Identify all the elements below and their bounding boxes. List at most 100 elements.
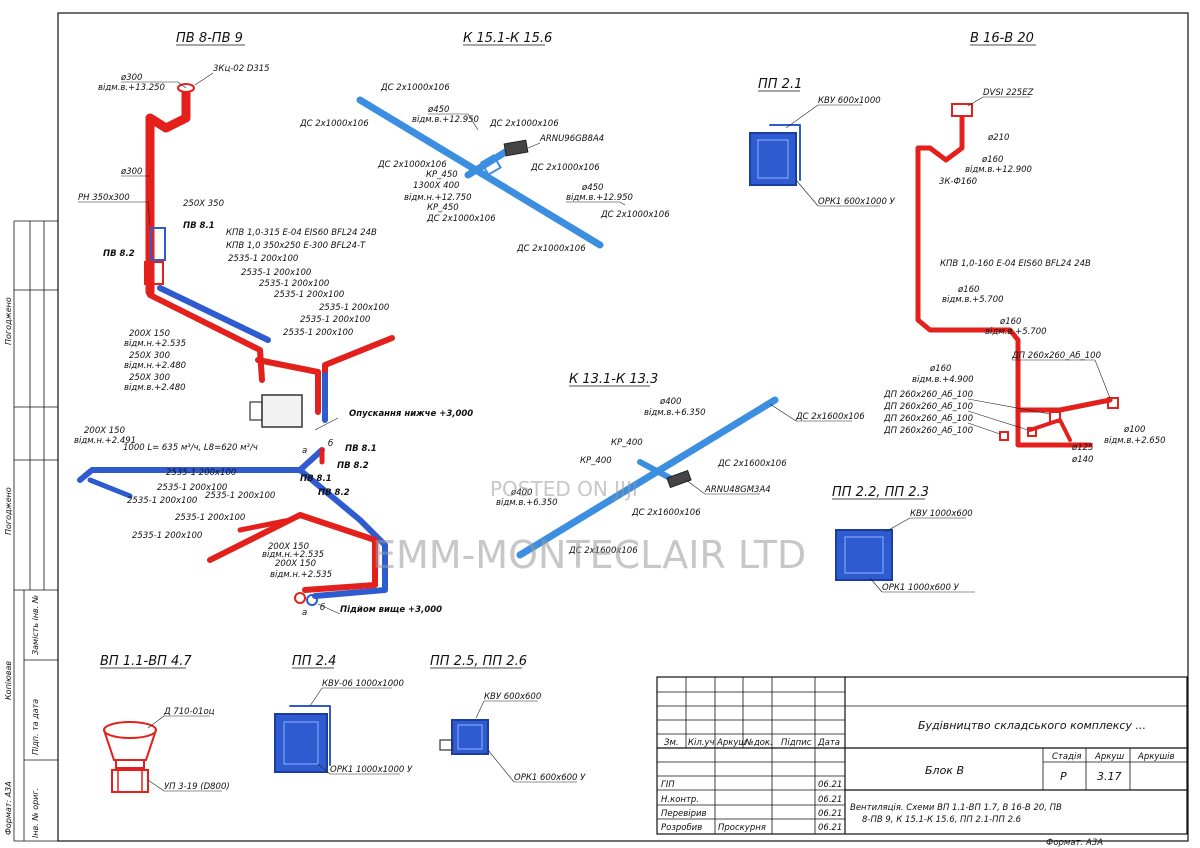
k15-indoor-unit [503, 139, 529, 157]
section-titles: ПВ 8-ПВ 9 К 15.1-К 15.6 В 16-В 20 ПП 2.1… [100, 31, 1036, 669]
pv-duct-to-unit [255, 357, 321, 415]
tb-role-2: Перевірив [661, 809, 707, 819]
k13-d400b: ø400 [510, 488, 532, 498]
tb-stage-header: Стадія [1052, 752, 1081, 762]
k15-branch-duct [464, 144, 516, 179]
title-vp: ВП 1.1-ВП 4.7 [100, 654, 192, 669]
title-pp21: ПП 2.1 [758, 77, 802, 92]
pv-lower-blue-riser [297, 467, 388, 599]
v16-d160d: ø160 [929, 364, 951, 374]
title-k15: К 15.1-К 15.6 [463, 31, 552, 46]
k15-kr2: КР_450 [427, 203, 459, 213]
tb-sheets-header: Аркушів [1137, 752, 1175, 762]
tb-date-0: 06.21 [818, 780, 842, 790]
k15-ds7: ДС 2x1000x106 [600, 210, 670, 220]
pv-h6: 2535-1 200x100 [132, 531, 202, 541]
pv-kpv1: КПВ 1,0-315 Е-04 EIS60 BFL24 24В [226, 228, 377, 238]
pp21-ork: ОРК1 600x1000 У [818, 197, 896, 207]
side-stamp: Погоджено Погоджено Замість інв. № Підп.… [4, 297, 40, 838]
k15-e12750: відм.н.+12.750 [404, 193, 472, 203]
pv-damper-blue [150, 227, 166, 261]
k13-ds2: ДС 2x1600x106 [717, 459, 787, 469]
k13-ds4: ДС 2x1600x106 [568, 546, 638, 556]
tb-role-1: Н.контр. [661, 795, 699, 805]
pv-pidom: Підйом вище +3,000 [340, 604, 442, 615]
pv-opusk: Опускання нижче +3,000 [349, 409, 473, 419]
pv-b1: б [328, 439, 333, 449]
pv-e2480a: відм.н.+2.480 [124, 361, 186, 371]
tb-format: Формат: А3А [1046, 838, 1103, 848]
pv-e2491: відм.н.+2.491 [74, 436, 136, 446]
pv-system-ducts [77, 83, 395, 606]
tb-project: Будівництво складського комплексу ... [918, 719, 1146, 732]
k15-d450b: ø450 [581, 183, 603, 193]
tb-date-1: 06.21 [818, 795, 842, 805]
pv-g6: 2535-1 200x100 [300, 315, 370, 325]
pv-pv82c: ПВ 8.2 [318, 488, 350, 498]
vp-labels: Д 710-01оц УП 3-19 (D800) [147, 707, 230, 792]
v16-system [915, 103, 1119, 448]
pv-kpv2: КПВ 1,0 350x250 Е-300 BFL24-Т [226, 241, 366, 251]
v16-main-duct [915, 115, 1093, 448]
title-k13: К 13.1-К 13.3 [569, 372, 658, 387]
v16-d100: ø100 [1123, 425, 1145, 435]
pv-pv82b: ПВ 8.2 [337, 461, 369, 471]
pv-g4: 2535-1 200x100 [274, 290, 344, 300]
pv-pv81c: ПВ 8.1 [300, 474, 332, 484]
pv-e2535b: відм.н.+2.535 [262, 550, 324, 560]
pv-supply-duct-blue [157, 285, 271, 343]
pv-g1: 2535-1 200x100 [228, 254, 298, 264]
tb-role-0: ГІП [661, 780, 675, 790]
k15-ds2: ДС 2x1000x106 [299, 119, 369, 129]
k15-ds6: ДС 2x1000x106 [426, 214, 496, 224]
pv-g5: 2535-1 200x100 [319, 303, 389, 313]
k15-ds5: ДС 2x1000x106 [530, 163, 600, 173]
v16-dp3: ДП 260x260_Аб_100 [883, 402, 973, 412]
title-block [656, 676, 1188, 835]
pv-pn: РН 350x300 [78, 193, 130, 203]
tb-h-doc: №док. [744, 738, 773, 748]
v16-roof-fan [951, 103, 973, 117]
side-pidp: Підп. та дата [31, 699, 40, 755]
pv-g3: 2535-1 200x100 [259, 279, 329, 289]
pp24-kvu: КВУ-06 1000x1000 [322, 679, 404, 689]
side-zaminst: Замість інв. № [31, 595, 40, 655]
drawing-frame [13, 12, 1189, 842]
pv-d200c: 200X 150 [268, 542, 309, 552]
k13-arnu: ARNU48GM3A4 [704, 485, 771, 495]
tb-desc-1: Вентиляція. Схеми ВП 1.1-ВП 1.7, В 16-В … [850, 803, 1062, 813]
k15-ds8: ДС 2x1000x106 [516, 244, 586, 254]
pp25-grille [439, 719, 489, 755]
k13-e6350b: відм.в.+6.350 [496, 498, 558, 508]
tb-h-kil: Кіл.уч [688, 738, 715, 748]
pv-air-handling-unit [261, 394, 303, 428]
tb-stage: Р [1060, 770, 1067, 783]
pv-h4: 2535-1 200x100 [205, 491, 275, 501]
tb-block: Блок В [925, 764, 964, 777]
v16-dvsi: DVSI 225EZ [983, 88, 1034, 98]
v16-d160b: ø160 [957, 285, 979, 295]
pv-regulator [144, 261, 164, 285]
side-pogodzheno-2: Погоджено [4, 487, 13, 535]
pv-h1: 2535-1 200x100 [166, 468, 236, 478]
k15-e12950a: відм.в.+12.950 [412, 115, 479, 125]
pp24-labels: КВУ-06 1000x1000 ОРК1 1000x1000 У [309, 679, 413, 775]
pv-lower-blue-main [77, 447, 325, 483]
pp21-grille [749, 124, 801, 186]
pp21-grille-face [749, 132, 797, 186]
k13-e6350a: відм.в.+6.350 [644, 408, 706, 418]
tb-h-pidpys: Підпис [781, 738, 812, 748]
pp24-grille [274, 705, 331, 773]
pv-g7: 2535-1 200x100 [283, 328, 353, 338]
tb-date-2: 06.21 [818, 809, 842, 819]
pv-d250a: 250X 300 [129, 351, 170, 361]
pv-labels: ø300 відм.в.+13.250 3Кц-02 D315 ø300 РН … [74, 64, 473, 618]
pv-g2: 2535-1 200x100 [241, 268, 311, 278]
k13-d400a: ø400 [659, 397, 681, 407]
v16-dp2: ДП 260x260_Аб_100 [883, 390, 973, 400]
pp24-grille-face [274, 713, 328, 773]
k15-r1300: 1300X 400 [413, 181, 459, 191]
v16-dp1: ДП 260x260_Аб_100 [1011, 351, 1101, 361]
pv-supply-duct-red [147, 292, 265, 383]
k15-arnu: ARNU96GB8A4 [539, 134, 604, 144]
